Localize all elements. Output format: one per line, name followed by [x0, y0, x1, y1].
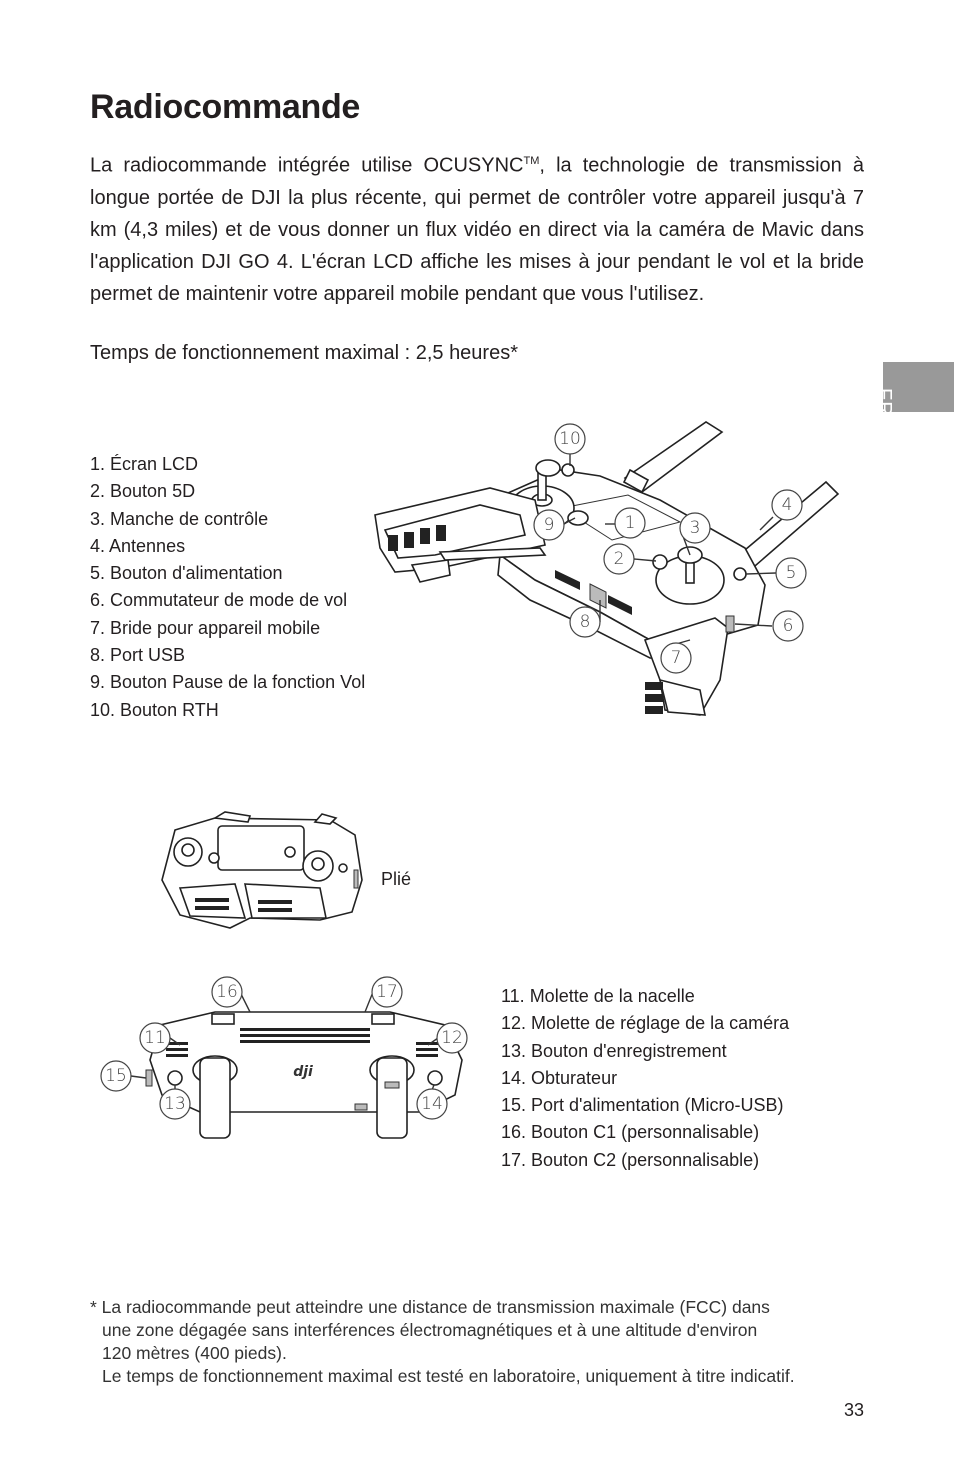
- list-item: 12. Molette de réglage de la caméra: [501, 1013, 790, 1034]
- runtime-text: Temps de fonctionnement maximal : 2,5 he…: [90, 342, 518, 364]
- svg-text:3: 3: [690, 518, 701, 538]
- callout-1: 1: [614, 507, 646, 539]
- callout-10: 10: [554, 423, 586, 455]
- remote-rear-illustration: dji 16 17 11 12 15 13 14: [100, 976, 468, 1139]
- footnote-line: 120 mètres (400 pieds).: [102, 1343, 287, 1363]
- svg-text:10: 10: [559, 429, 581, 449]
- callout-11: 11: [139, 1022, 171, 1054]
- callout-14: 14: [416, 1088, 448, 1120]
- callout-6: 6: [772, 610, 804, 642]
- intro-text-rest: , la technologie de transmission à longu…: [90, 154, 864, 305]
- dji-logo: dji: [293, 1064, 313, 1080]
- vent-grille: [555, 570, 632, 615]
- callout-4: 4: [771, 489, 803, 521]
- svg-text:8: 8: [580, 612, 591, 632]
- callout-7: 7: [660, 642, 692, 674]
- callout-16: 16: [211, 976, 243, 1008]
- callout-8: 8: [569, 606, 601, 638]
- svg-text:16: 16: [216, 982, 238, 1002]
- intro-paragraph: La radiocommande intégrée utilise OCUSYN…: [90, 145, 864, 310]
- list-item: 16. Bouton C1 (personnalisable): [501, 1122, 760, 1143]
- folded-lcd-screen: [217, 825, 305, 871]
- trademark-mark: TM: [523, 155, 540, 167]
- footnote-line: une zone dégagée sans interférences élec…: [102, 1320, 758, 1340]
- svg-text:7: 7: [671, 648, 682, 668]
- svg-text:6: 6: [783, 616, 794, 636]
- list-item: 2. Bouton 5D: [90, 481, 196, 502]
- svg-text:17: 17: [376, 982, 398, 1002]
- component-list-top: 1. Écran LCD 2. Bouton 5D 3. Manche de c…: [90, 451, 365, 724]
- svg-text:5: 5: [786, 563, 797, 583]
- component-list-bottom: 11. Molette de la nacelle 12. Molette de…: [501, 983, 789, 1174]
- svg-text:9: 9: [544, 515, 555, 535]
- language-tab[interactable]: FR: [873, 362, 954, 417]
- list-item: 5. Bouton d'alimentation: [90, 563, 283, 584]
- intro-text-start: La radiocommande intégrée utilise OCUSYN…: [90, 154, 524, 177]
- footnote-line: * La radiocommande peut atteindre une di…: [90, 1297, 770, 1317]
- svg-text:2: 2: [614, 549, 625, 569]
- page-title: Radiocommande: [90, 88, 361, 126]
- page-number: 33: [843, 1400, 864, 1420]
- callout-17: 17: [371, 976, 403, 1008]
- list-item: 8. Port USB: [90, 645, 186, 666]
- folded-label: Plié: [381, 869, 412, 889]
- list-item: 11. Molette de la nacelle: [501, 986, 695, 1006]
- list-item: 17. Bouton C2 (personnalisable): [501, 1149, 760, 1170]
- list-item: 1. Écran LCD: [90, 454, 199, 474]
- callout-13: 13: [159, 1088, 191, 1120]
- callout-2: 2: [603, 543, 635, 575]
- list-item: 4. Antennes: [90, 535, 186, 556]
- list-item: 6. Commutateur de mode de vol: [90, 590, 348, 611]
- list-item: 14. Obturateur: [501, 1067, 618, 1088]
- svg-text:4: 4: [782, 495, 793, 515]
- list-item: 3. Manche de contrôle: [90, 508, 269, 529]
- callout-9: 9: [533, 509, 565, 541]
- svg-text:12: 12: [441, 1028, 463, 1048]
- svg-text:14: 14: [421, 1094, 443, 1114]
- antenna-left: [622, 421, 724, 494]
- remote-unfolded-illustration: 10 4 9 1 3 2 5 8 6 7: [374, 421, 840, 716]
- list-item: 13. Bouton d'enregistrement: [501, 1040, 727, 1061]
- list-item: 7. Bride pour appareil mobile: [90, 617, 321, 638]
- svg-text:15: 15: [105, 1066, 127, 1086]
- list-item: 15. Port d'alimentation (Micro-USB): [501, 1095, 784, 1116]
- svg-text:13: 13: [164, 1094, 186, 1114]
- list-item: 9. Bouton Pause de la fonction Vol: [90, 672, 366, 693]
- rear-grille: [240, 1028, 370, 1043]
- remote-folded-illustration: [161, 811, 363, 929]
- list-item: 10. Bouton RTH: [90, 699, 219, 720]
- footnote: * La radiocommande peut atteindre une di…: [90, 1296, 880, 1388]
- callout-12: 12: [436, 1022, 468, 1054]
- svg-text:1: 1: [625, 513, 636, 533]
- gimbal-dial-left: [166, 1042, 188, 1057]
- camera-dial-right: [416, 1042, 438, 1057]
- callout-15: 15: [100, 1060, 132, 1092]
- footnote-line: Le temps de fonctionnement maximal est t…: [102, 1366, 795, 1386]
- arm-left: [374, 487, 547, 583]
- svg-text:11: 11: [144, 1028, 166, 1048]
- callout-5: 5: [775, 557, 807, 589]
- callout-3: 3: [679, 512, 711, 544]
